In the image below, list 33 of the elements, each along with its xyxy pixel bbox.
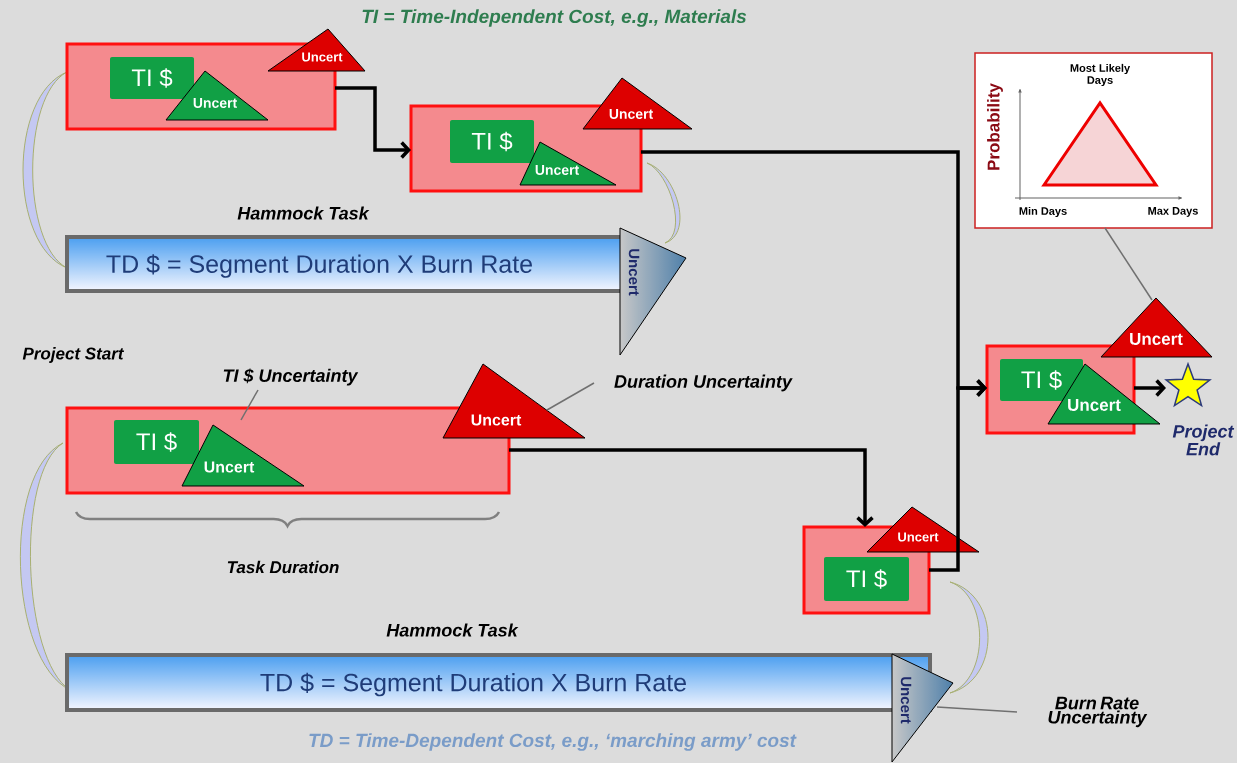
bar-heading: Hammock Task	[237, 206, 370, 220]
arrow	[1134, 379, 1166, 397]
annotation-label: Project End	[1172, 424, 1235, 456]
uncertainty-triangle: Uncert	[267, 28, 366, 72]
cost-box: TI $	[824, 557, 909, 601]
axis-label: Most Likely Days	[1070, 63, 1131, 87]
axis-label: Min Days	[1019, 206, 1067, 218]
cost-box: TI $	[450, 120, 534, 163]
uncertainty-triangle: Uncert	[181, 424, 305, 487]
probability-chart-drawing	[974, 52, 1213, 229]
cost-box: TI $	[114, 420, 199, 464]
uncertainty-triangle: Uncert	[519, 141, 617, 186]
title: TI = Time-Independent Cost, e.g., Materials	[362, 9, 747, 27]
label: Project Start	[22, 347, 125, 363]
uncertainty-triangle: Uncert	[1100, 297, 1213, 358]
leader-line	[1104, 227, 1153, 301]
cost-box: TI $	[110, 57, 194, 99]
uncertainty-triangle: Uncert	[582, 77, 693, 130]
leader-line	[546, 382, 595, 411]
annotation-label: TI $ Uncertainty	[223, 368, 359, 386]
label: Task Duration	[227, 560, 339, 574]
arrow	[929, 379, 987, 572]
arrow	[509, 448, 874, 527]
annotation-label: Duration Uncertainty	[614, 374, 793, 392]
arrow	[335, 86, 411, 159]
axis-label: Probability	[987, 83, 1003, 170]
bar-heading: Hammock Task	[386, 623, 519, 637]
axis-label: Max Days	[1148, 207, 1198, 217]
uncertainty-triangle: Uncert	[866, 506, 980, 553]
annotation-label: Burn Rate Uncertainty	[1048, 696, 1148, 728]
uncertainty-triangle: Uncert	[442, 363, 586, 439]
caption: TD = Time-Dependent Cost, e.g., ‘marching army’ cost	[309, 733, 797, 751]
leader-line	[936, 706, 1018, 713]
